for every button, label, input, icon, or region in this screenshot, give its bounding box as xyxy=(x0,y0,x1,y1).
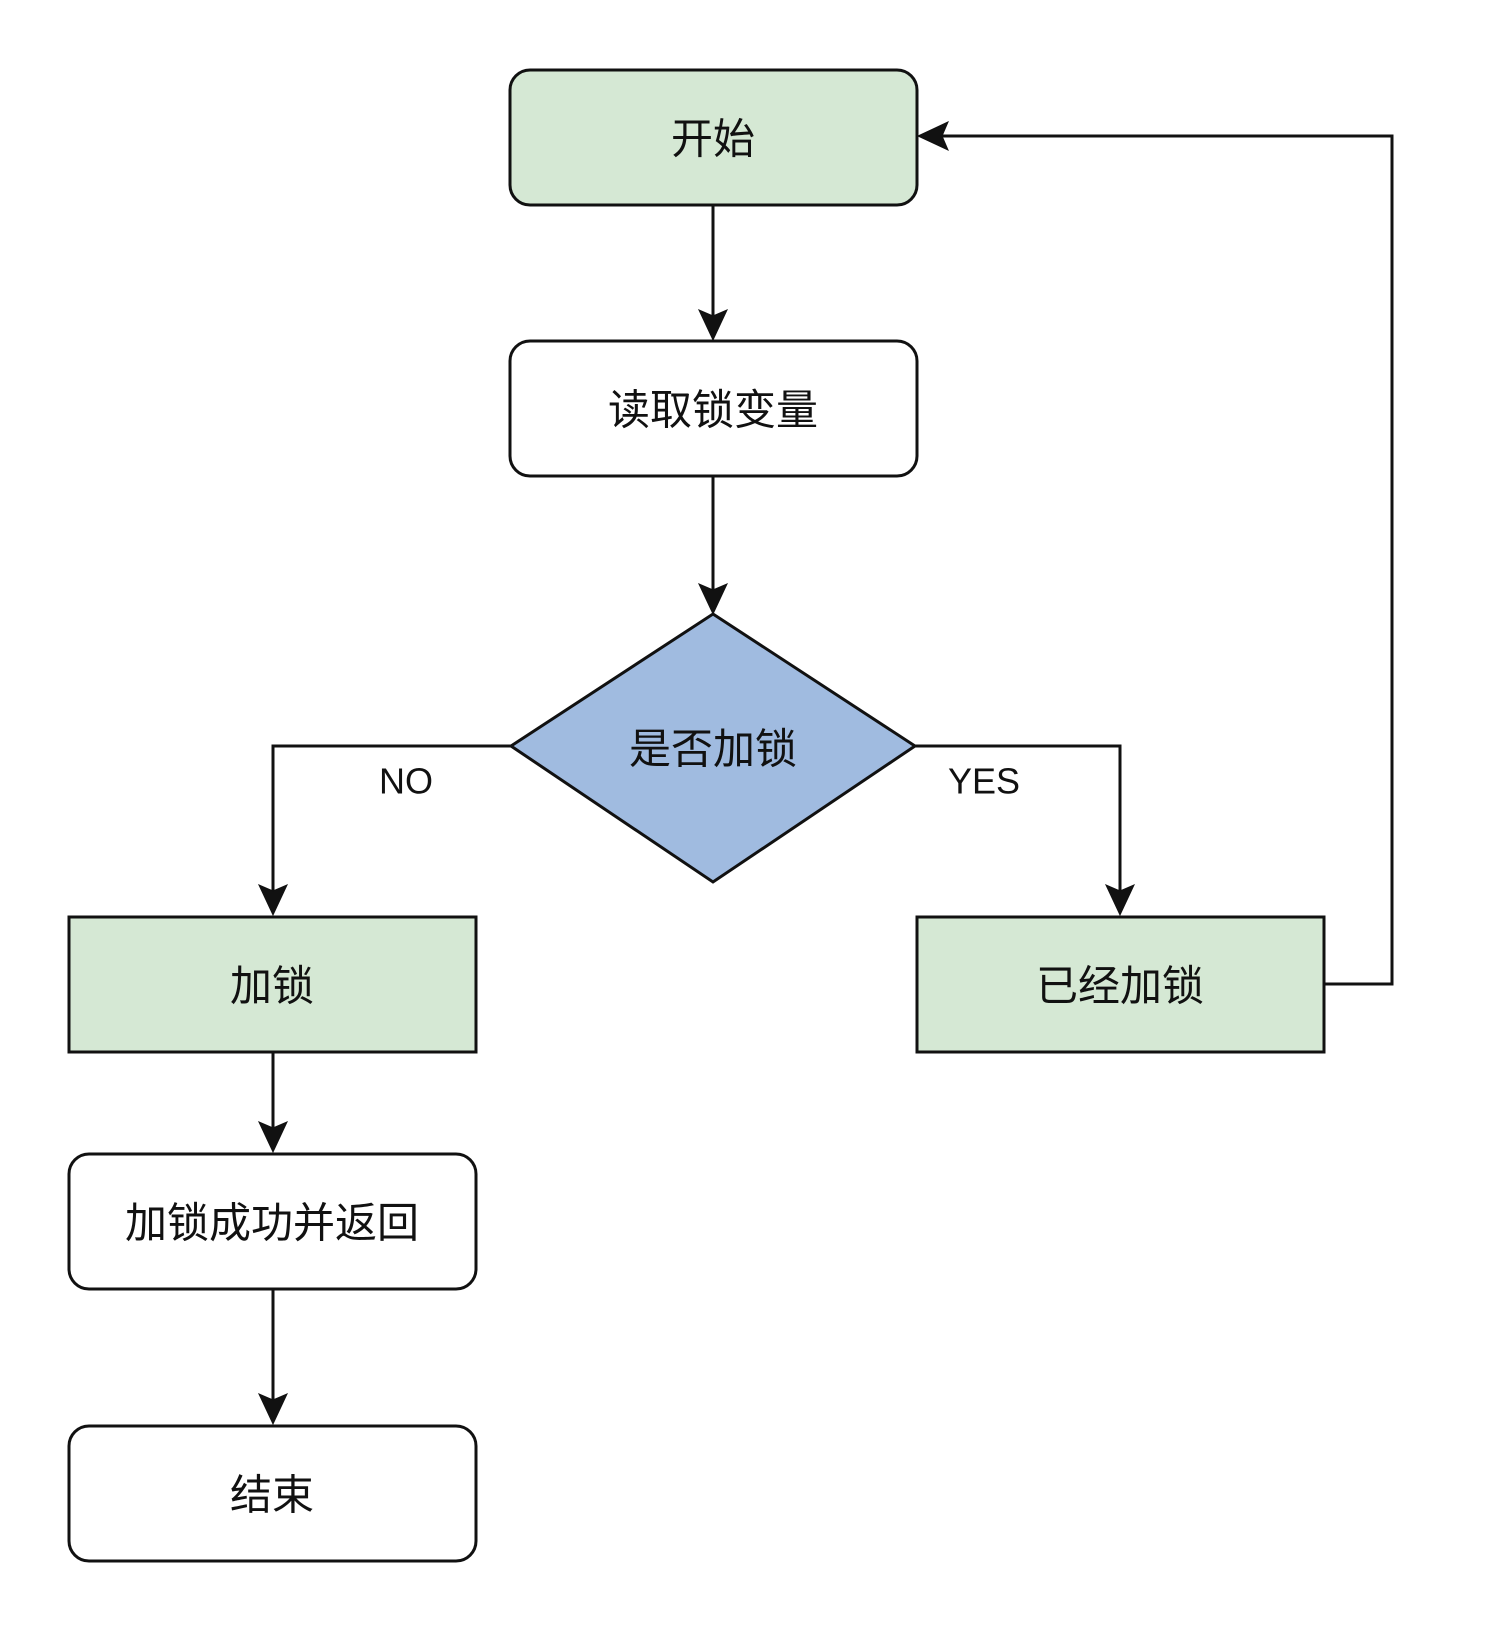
arrow-loop-back xyxy=(916,120,949,152)
node-lock-success[interactable]: 加锁成功并返回 xyxy=(67,1152,478,1291)
node-end[interactable]: 结束 xyxy=(67,1424,478,1563)
node-is-locked-label: 是否加锁 xyxy=(629,725,797,774)
node-lock[interactable]: 加锁 xyxy=(67,915,478,1054)
edges xyxy=(257,120,1394,1426)
edge-decision-no xyxy=(271,744,511,893)
node-end-label: 结束 xyxy=(230,1471,314,1520)
node-start-label: 开始 xyxy=(671,115,755,164)
arrow-start-to-read xyxy=(697,309,729,342)
node-start-box xyxy=(508,68,919,207)
node-read-lock-label: 读取锁变量 xyxy=(608,386,818,435)
node-end-box xyxy=(67,1424,478,1563)
arrow-read-to-decision xyxy=(697,583,729,616)
arrow-decision-no xyxy=(257,884,289,917)
node-read-lock[interactable]: 读取锁变量 xyxy=(508,339,919,478)
node-lock-label: 加锁 xyxy=(230,962,314,1011)
node-already-locked[interactable]: 已经加锁 xyxy=(915,915,1326,1054)
node-read-lock-box xyxy=(508,339,919,478)
edge-label-no: NO xyxy=(379,761,433,802)
node-already-locked-box xyxy=(915,915,1326,1054)
node-lock-box xyxy=(67,915,478,1054)
node-is-locked[interactable]: 是否加锁 xyxy=(508,612,918,884)
node-start[interactable]: 开始 xyxy=(508,68,919,207)
node-is-locked-diamond xyxy=(508,612,918,884)
node-lock-success-box xyxy=(67,1152,478,1291)
node-lock-success-label: 加锁成功并返回 xyxy=(125,1199,419,1248)
arrow-lock-to-success xyxy=(257,1121,289,1154)
edge-loop-back xyxy=(940,134,1394,986)
node-already-locked-label: 已经加锁 xyxy=(1036,962,1204,1011)
arrow-success-to-end xyxy=(257,1393,289,1426)
arrow-decision-yes xyxy=(1104,884,1136,917)
edge-decision-yes xyxy=(915,744,1122,893)
edge-label-yes: YES xyxy=(948,761,1020,802)
